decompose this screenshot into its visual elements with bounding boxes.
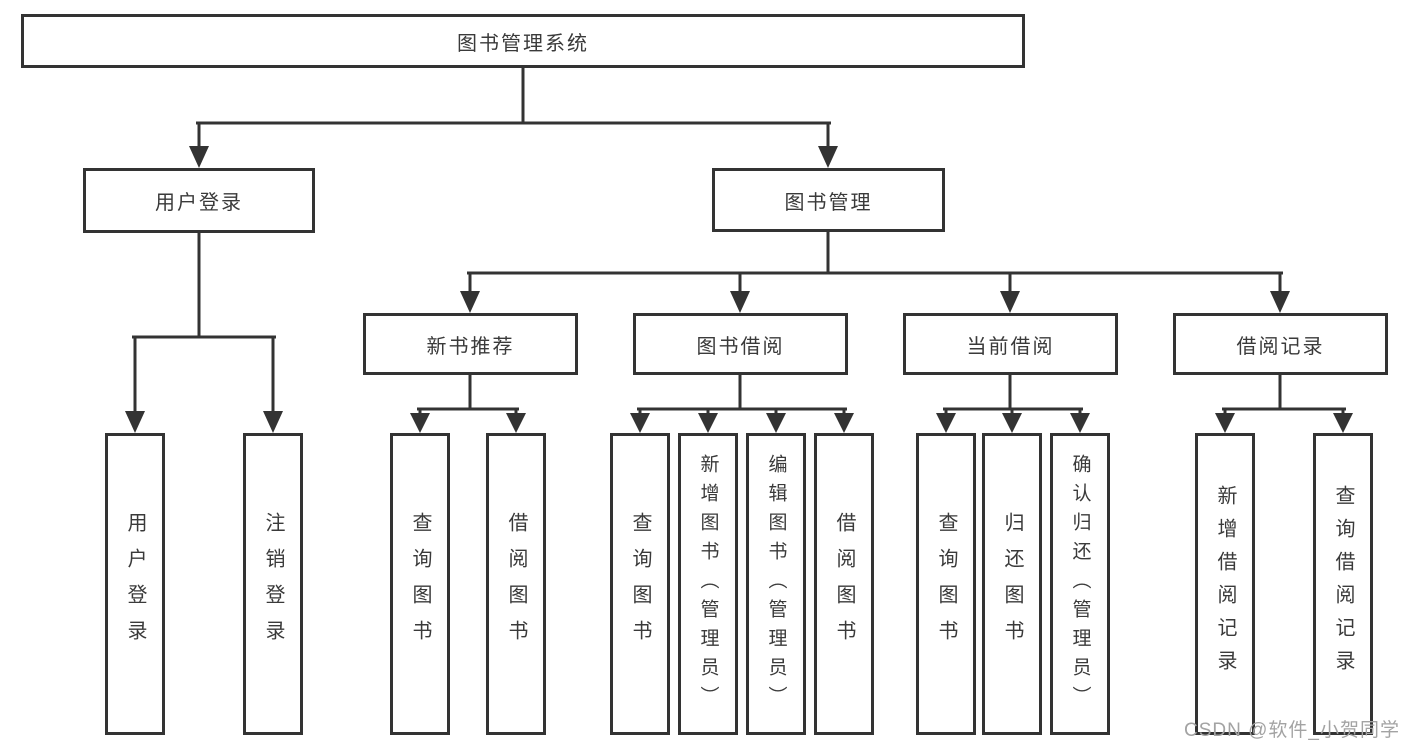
connector-book-borrowing-to-leaves (630, 373, 854, 433)
node-label: 归还图书 (1001, 512, 1023, 656)
connector-current-borrowing-to-leaves (936, 373, 1090, 433)
connector-borrowing-records-to-leaves (1215, 373, 1353, 433)
node-label: 新增图书（管理员） (697, 453, 719, 715)
node-label: 编辑图书（管理员） (765, 453, 787, 715)
node-label: 图书管理 (784, 191, 873, 214)
leaf-logout-login: 注销登录 (243, 433, 303, 735)
leaf-borrow-books-borrowing: 借阅图书 (814, 433, 874, 735)
node-label: 当前借阅 (966, 335, 1055, 358)
node-label: 新增借阅记录 (1214, 485, 1236, 683)
node-label: 查询借阅记录 (1332, 485, 1354, 683)
node-label: 借阅记录 (1236, 335, 1325, 358)
leaf-confirm-return-admin: 确认归还（管理员） (1050, 433, 1110, 735)
connector-root-to-level2 (189, 66, 838, 168)
leaf-query-borrow-record: 查询借阅记录 (1313, 433, 1373, 735)
node-label: 查询图书 (409, 512, 431, 656)
node-label: 借阅图书 (833, 512, 855, 656)
leaf-query-books-current: 查询图书 (916, 433, 976, 735)
node-label: 确认归还（管理员） (1069, 453, 1091, 715)
node-label: 图书管理系统 (457, 32, 589, 55)
node-new-book-recommend: 新书推荐 (363, 313, 578, 375)
node-label: 查询图书 (935, 512, 957, 656)
node-label: 借阅图书 (505, 512, 527, 656)
node-label: 查询图书 (629, 512, 651, 656)
leaf-query-books-borrowing: 查询图书 (610, 433, 670, 735)
node-book-management-group: 图书管理 (712, 168, 945, 232)
csdn-watermark: CSDN @软件_小贺同学 (1184, 720, 1400, 741)
leaf-user-login: 用户登录 (105, 433, 165, 735)
leaf-borrow-books-recommend: 借阅图书 (486, 433, 546, 735)
node-label: 用户登录 (124, 512, 146, 656)
leaf-add-books-admin: 新增图书（管理员） (678, 433, 738, 735)
node-borrowing-records: 借阅记录 (1173, 313, 1388, 375)
connector-book-management-to-level3 (460, 230, 1290, 313)
node-label: 新书推荐 (426, 335, 515, 358)
node-label: 图书借阅 (696, 335, 785, 358)
node-label: 用户登录 (155, 192, 243, 214)
leaf-query-books-recommend: 查询图书 (390, 433, 450, 735)
node-user-login-group: 用户登录 (83, 168, 315, 233)
connector-new-book-recommend-to-leaves (410, 373, 526, 433)
node-label: 注销登录 (262, 512, 284, 656)
connector-user-login-to-leaves (125, 231, 283, 433)
leaf-edit-books-admin: 编辑图书（管理员） (746, 433, 806, 735)
leaf-return-books: 归还图书 (982, 433, 1042, 735)
node-root-library-management-system: 图书管理系统 (21, 14, 1025, 68)
node-book-borrowing: 图书借阅 (633, 313, 848, 375)
leaf-add-borrow-record: 新增借阅记录 (1195, 433, 1255, 735)
node-current-borrowing: 当前借阅 (903, 313, 1118, 375)
